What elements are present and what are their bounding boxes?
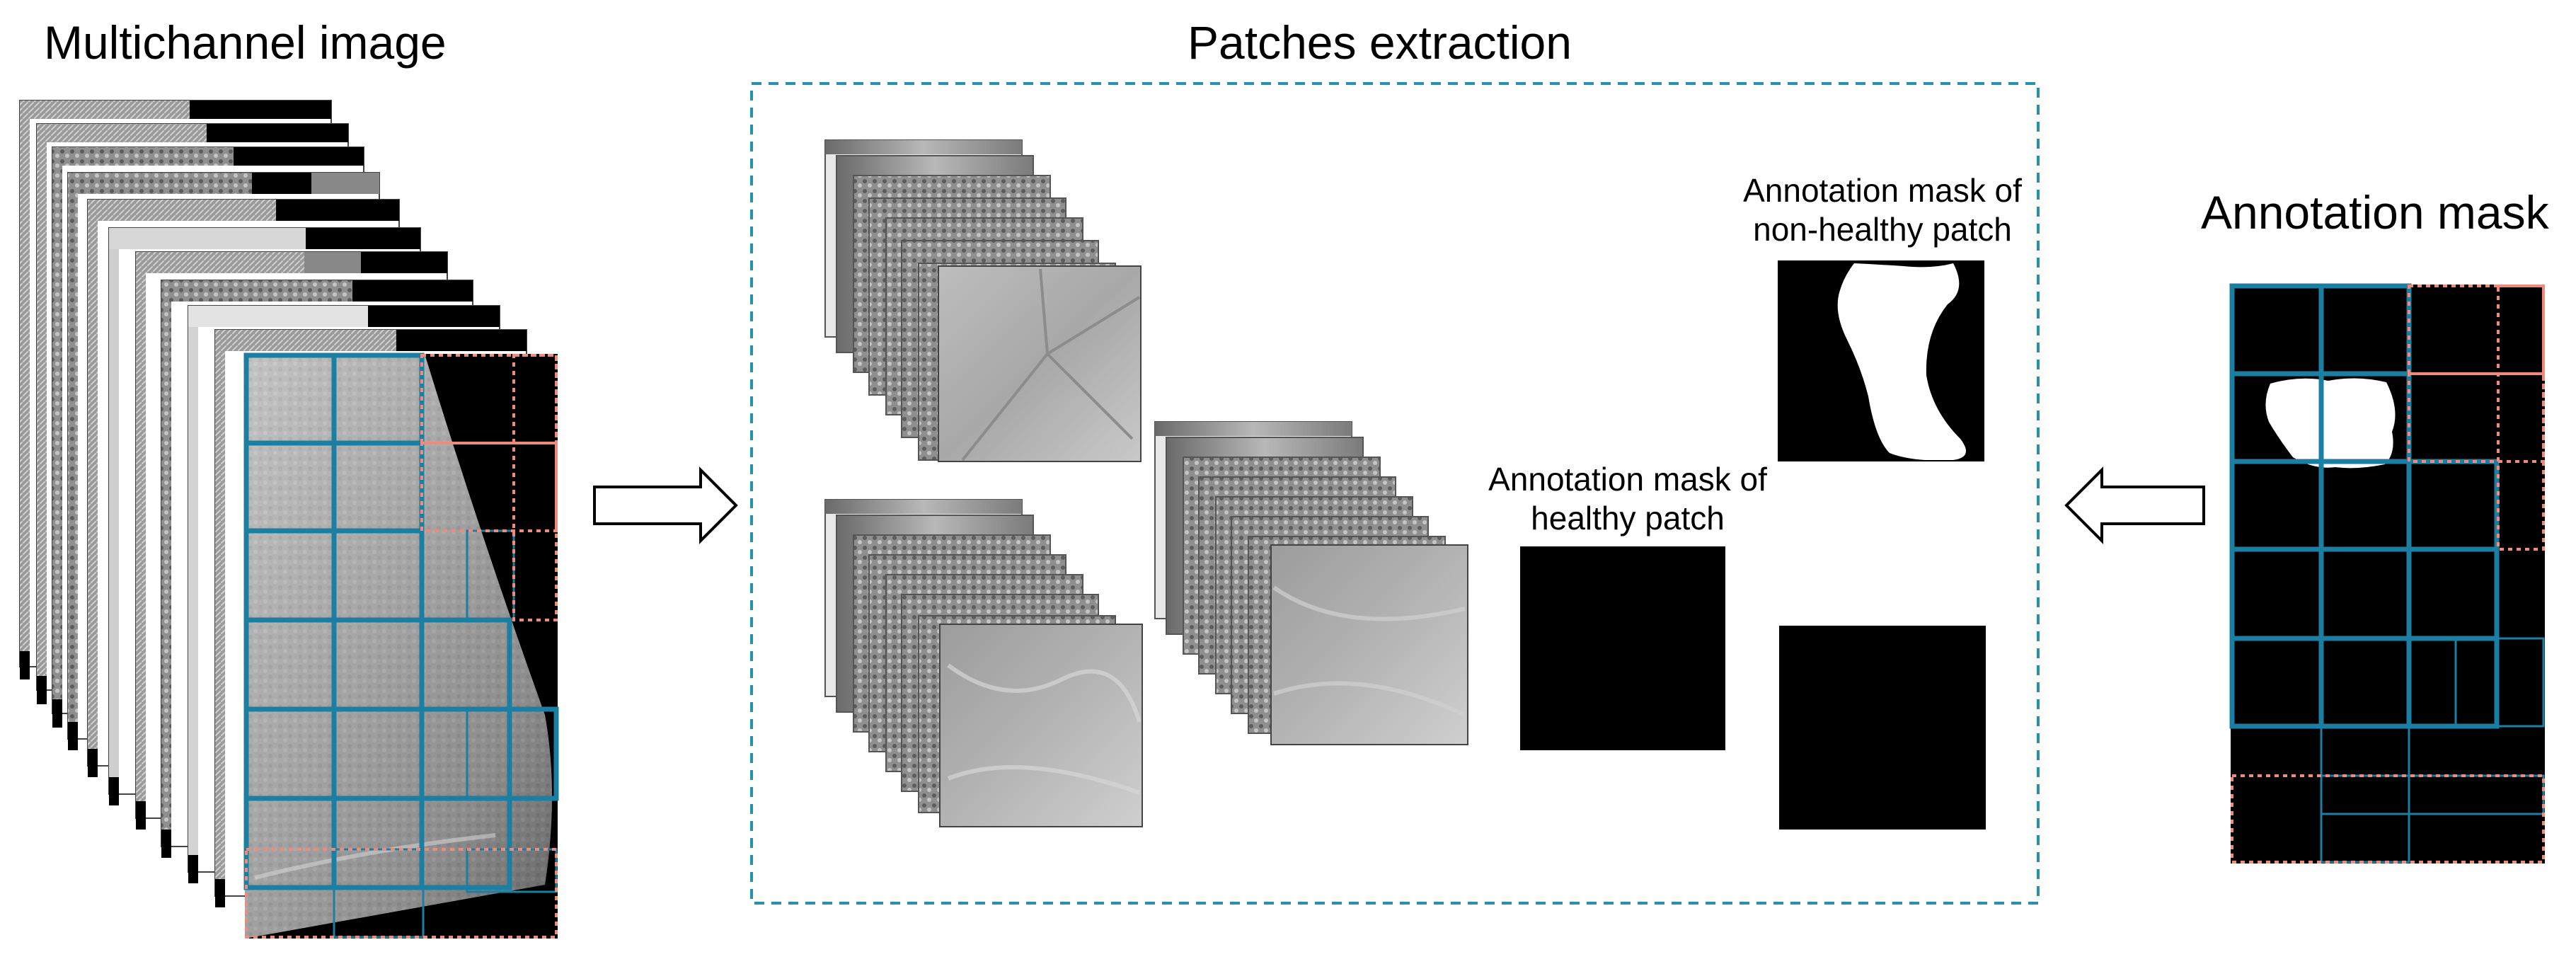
patches-extraction-title: Patches extraction bbox=[1188, 16, 1572, 69]
front-mammogram bbox=[245, 354, 558, 939]
patch-stack-bottom-left bbox=[824, 499, 1143, 827]
mammogram-patch-grid bbox=[243, 352, 559, 890]
annotation-mask-overlap-grid bbox=[2320, 637, 2545, 863]
non-healthy-mask-label-line1: Annotation mask of bbox=[1743, 172, 2022, 209]
healthy-mask-label: Annotation mask of healthy patch bbox=[1465, 460, 1790, 538]
patch-stack-top-left bbox=[824, 139, 1142, 462]
annotation-mask-grid bbox=[2229, 283, 2500, 729]
arrow-right-icon bbox=[593, 466, 738, 544]
mammogram-discarded-grid bbox=[245, 354, 558, 939]
multichannel-stack bbox=[19, 100, 559, 939]
non-healthy-mask-label-line2: non-healthy patch bbox=[1753, 211, 2012, 248]
annotation-mask-image bbox=[2231, 285, 2545, 863]
non-healthy-mask-label: Annotation mask of non-healthy patch bbox=[1727, 171, 2038, 249]
healthy-mask-patch-2 bbox=[1779, 626, 1986, 830]
healthy-mask-label-line1: Annotation mask of bbox=[1488, 461, 1767, 498]
patch-stack-middle bbox=[1154, 421, 1468, 745]
healthy-mask-label-line2: healthy patch bbox=[1531, 500, 1725, 537]
healthy-mask-patch bbox=[1520, 546, 1725, 750]
annotation-mask-title: Annotation mask bbox=[2201, 186, 2549, 239]
multichannel-image-title: Multichannel image bbox=[44, 16, 447, 69]
arrow-left-icon bbox=[2064, 466, 2205, 544]
annotation-mask-discarded-grid bbox=[2231, 285, 2545, 863]
non-healthy-mask-patch bbox=[1778, 260, 1984, 461]
